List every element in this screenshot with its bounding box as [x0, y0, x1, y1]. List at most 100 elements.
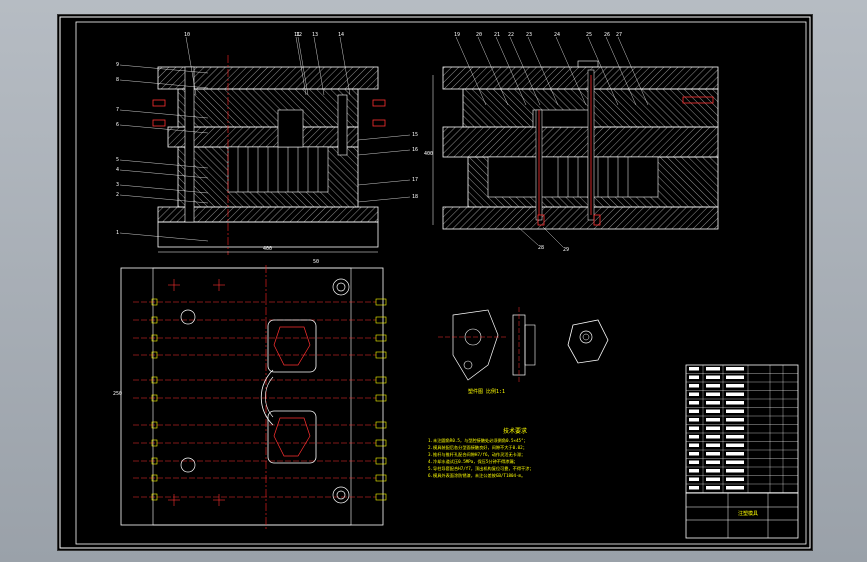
leader-line	[313, 36, 325, 96]
leader-line	[119, 184, 209, 194]
bom-cell-mark	[706, 443, 720, 447]
balloon-label-15: 15	[412, 132, 418, 138]
bom-cell-mark	[706, 460, 720, 464]
red-crosses	[168, 279, 225, 506]
tech-line-1: 1.未注圆角R0.5，与型腔接触处必须倒角0.5×45°；	[428, 437, 528, 444]
bom-cell-mark	[706, 452, 720, 456]
leader-line	[495, 36, 527, 106]
bom-cell-mark	[726, 401, 744, 405]
leader-line	[119, 169, 209, 179]
balloon-label-7: 7	[116, 107, 119, 113]
bom-cell-mark	[726, 435, 744, 439]
balloon-label-2: 2	[116, 192, 119, 198]
balloon-label-20: 20	[476, 32, 482, 38]
balloon-label-3: 3	[116, 182, 119, 188]
leader-line	[119, 109, 209, 119]
guide-holes	[180, 278, 350, 504]
bom-cell-mark	[726, 443, 744, 447]
r-top-plate	[442, 66, 719, 90]
bom-cell-mark	[689, 392, 699, 396]
tech-line-6: 6.模具外表面涂防锈漆，未注公差按GB/T1804-m。	[428, 472, 525, 479]
balloon-label-11: 11	[294, 32, 300, 38]
leader-line	[119, 124, 209, 134]
r-locating-ring	[577, 60, 599, 68]
balloon-label-16: 16	[412, 147, 418, 153]
runner-arc	[260, 369, 274, 426]
balloon-label-4: 4	[116, 167, 119, 173]
bom-cell-mark	[689, 435, 699, 439]
bill-of-materials	[685, 364, 799, 494]
dim-width: 400	[263, 246, 272, 252]
balloon-label-29: 29	[563, 247, 569, 253]
runner-plate	[177, 88, 359, 128]
balloon-label-8: 8	[116, 77, 119, 83]
bom-cell-mark	[706, 486, 720, 490]
bom-cell-mark	[726, 367, 744, 371]
part-caption: 塑件图 比例1:1	[468, 388, 505, 395]
balloon-label-19: 19	[454, 32, 460, 38]
r-core-plate	[442, 126, 719, 158]
leader-line	[357, 134, 411, 141]
tech-line-4: 4.冷却水道试压0.5MPa，保压5分钟不得渗漏；	[428, 458, 518, 465]
part-iso	[567, 319, 609, 364]
inner-border	[75, 21, 807, 545]
leader-line	[617, 36, 649, 106]
balloon-label-17: 17	[412, 177, 418, 183]
nipple-mark	[151, 316, 158, 324]
bom-cell-mark	[689, 452, 699, 456]
tech-line-5: 5.导柱导套配合H7/f7，顶出机构复位可靠，不得干涉；	[428, 465, 534, 472]
part-drawing: 塑件图 比例1:1	[438, 307, 609, 395]
nipple-mark	[375, 474, 387, 482]
bom-cell-mark	[689, 367, 699, 371]
balloon-label-14: 14	[338, 32, 344, 38]
cavity-upper	[267, 319, 317, 373]
plan-view: 250 50	[113, 259, 387, 530]
bom-cell-mark	[689, 375, 699, 379]
nipple-mark	[151, 394, 158, 402]
tech-title: 技术要求	[503, 427, 527, 435]
bom-cell-mark	[726, 460, 744, 464]
bom-cell-mark	[706, 469, 720, 473]
leader-line	[587, 36, 619, 106]
nipple-mark	[151, 298, 158, 306]
part-outline-lower	[273, 417, 311, 457]
nipple-mark	[375, 421, 387, 429]
bom-cell-mark	[689, 426, 699, 430]
leader-line	[455, 36, 487, 106]
ejector-pins	[237, 147, 319, 192]
balloon-label-5: 5	[116, 157, 119, 163]
balloon-label-28: 28	[538, 245, 544, 251]
nipple-mark	[151, 334, 158, 342]
balloon-label-26: 26	[604, 32, 610, 38]
leader-line	[357, 149, 411, 156]
bom-cell-mark	[689, 469, 699, 473]
nipple-mark	[375, 493, 387, 501]
bom-cell-mark	[689, 409, 699, 413]
nipple-mark	[375, 298, 387, 306]
r-bottom-plate	[442, 206, 719, 230]
nipple-mark	[375, 351, 387, 359]
guide-pillar-right	[337, 94, 348, 156]
leader-line	[185, 36, 197, 96]
nipple-mark	[375, 334, 387, 342]
bom-cell-mark	[689, 477, 699, 481]
tech-requirements: 技术要求 1.未注圆角R0.5，与型腔接触处必须倒角0.5×45°； 2.模具装…	[428, 427, 534, 479]
bom-cell-mark	[706, 418, 720, 422]
balloon-label-22: 22	[508, 32, 514, 38]
leader-line	[542, 226, 564, 248]
bom-cell-mark	[726, 392, 744, 396]
balloon-label-12: 12	[296, 32, 302, 38]
right-section-view: 400	[424, 60, 719, 230]
bom-cell-mark	[726, 486, 744, 490]
leader-line	[295, 36, 307, 96]
nipple-mark	[151, 376, 158, 384]
bom-cell-mark	[706, 435, 720, 439]
nipple-mark	[151, 421, 158, 429]
nipple-mark	[151, 439, 158, 447]
nipple-mark	[375, 376, 387, 384]
bom-cell-mark	[689, 443, 699, 447]
